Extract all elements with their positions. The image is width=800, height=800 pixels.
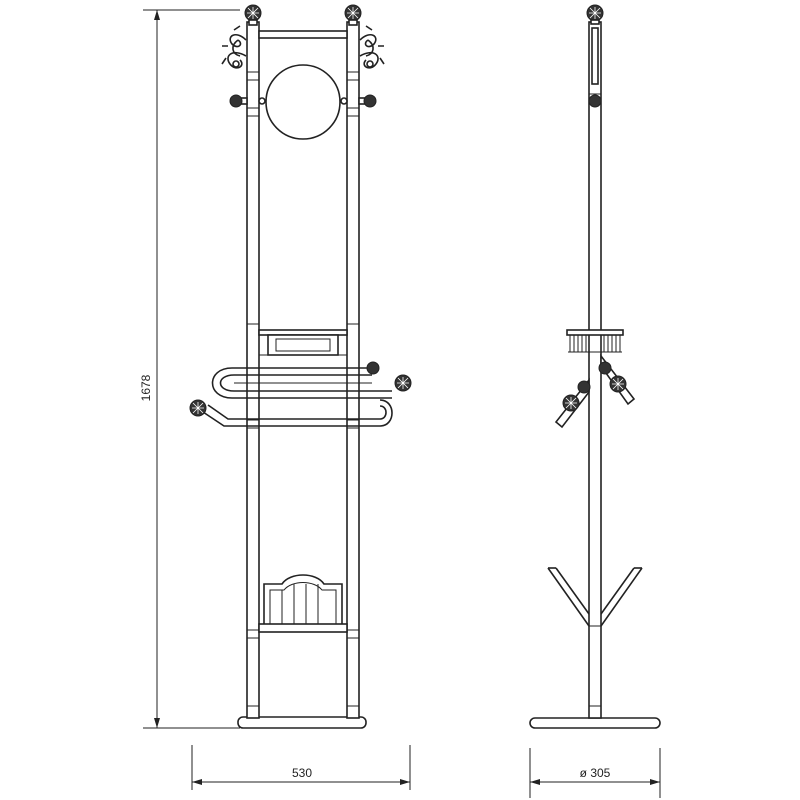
height-dimension-label: 1678 (139, 374, 153, 401)
front-right-finial (344, 4, 362, 26)
front-right-post (346, 21, 360, 719)
front-left-post (246, 21, 260, 719)
front-umbrella-basket (258, 574, 348, 633)
front-towel-bar-knobs (189, 361, 412, 417)
side-view: ø 305 (529, 4, 661, 798)
front-top-crossbar (258, 30, 348, 39)
front-left-side-hook (229, 94, 266, 108)
diameter-dimension: ø 305 (529, 748, 661, 798)
height-dimension: 1678 (139, 9, 240, 729)
front-left-finial (244, 4, 262, 26)
front-right-scroll-ornament (359, 25, 385, 69)
width-dimension-label: 530 (292, 766, 312, 780)
side-shelf-tray (566, 329, 624, 353)
side-angled-arms (554, 353, 636, 429)
diameter-dimension-label: ø 305 (580, 766, 611, 780)
front-view: 530 (189, 4, 412, 790)
side-hook-knob (588, 94, 602, 108)
width-dimension: 530 (191, 745, 411, 790)
front-right-side-hook (340, 94, 377, 108)
front-towel-bars (199, 367, 393, 427)
front-mirror (265, 64, 341, 140)
front-left-scroll-ornament (221, 25, 247, 69)
side-base-plate (529, 717, 661, 729)
front-base-plate (237, 716, 367, 729)
side-finial (586, 4, 604, 25)
side-v-legs (547, 567, 643, 627)
front-shelf-tray (258, 329, 348, 356)
